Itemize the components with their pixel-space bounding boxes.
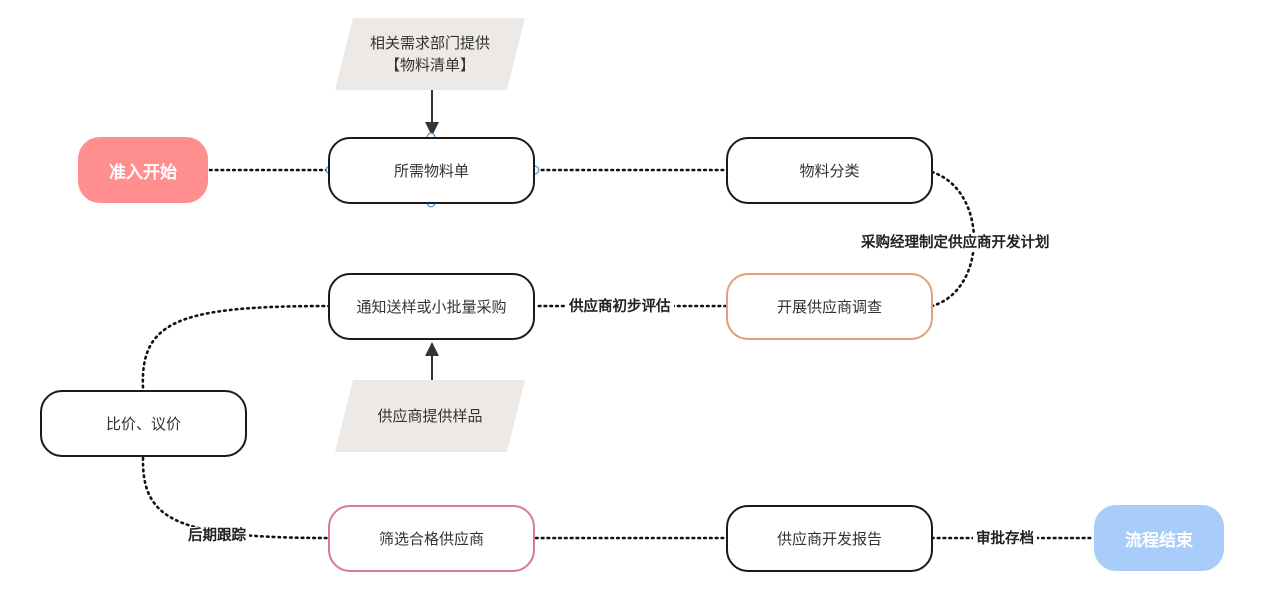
edge-label-initial-evaluation: 供应商初步评估 bbox=[566, 298, 674, 316]
node-sample-or-small-batch[interactable]: 通知送样或小批量采购 bbox=[328, 273, 535, 340]
connector-sample-to-negotiation bbox=[141, 304, 332, 390]
node-price-negotiation-label: 比价、议价 bbox=[105, 415, 181, 433]
input-supplier-samples-shape bbox=[335, 380, 525, 452]
input-demand-departments[interactable]: 相关需求部门提供 【物料清单】 bbox=[335, 18, 525, 90]
node-materials-list[interactable]: 所需物料单 bbox=[328, 137, 535, 204]
edge-label-follow-up: 后期跟踪 bbox=[185, 527, 249, 545]
node-sample-or-small-batch-label: 通知送样或小批量采购 bbox=[356, 298, 507, 316]
input-supplier-samples-label: 供应商提供样品 bbox=[377, 407, 483, 425]
connector-negotiation-to-screen bbox=[141, 456, 332, 540]
start-terminal-label: 准入开始 bbox=[109, 162, 177, 183]
arrowhead-up bbox=[425, 342, 439, 356]
node-material-classification-label: 物料分类 bbox=[799, 162, 860, 180]
start-terminal[interactable]: 准入开始 bbox=[78, 137, 208, 203]
node-screen-qualified-suppliers-label: 筛选合格供应商 bbox=[378, 530, 484, 548]
node-price-negotiation[interactable]: 比价、议价 bbox=[40, 390, 247, 457]
node-material-classification[interactable]: 物料分类 bbox=[726, 137, 933, 204]
node-screen-qualified-suppliers[interactable]: 筛选合格供应商 bbox=[328, 505, 535, 572]
node-materials-list-label: 所需物料单 bbox=[393, 162, 469, 180]
node-development-report[interactable]: 供应商开发报告 bbox=[726, 505, 933, 572]
input-demand-departments-label: 相关需求部门提供 【物料清单】 bbox=[369, 34, 490, 74]
node-supplier-survey[interactable]: 开展供应商调查 bbox=[726, 273, 933, 340]
input-demand-departments-shape bbox=[335, 18, 525, 90]
node-development-report-label: 供应商开发报告 bbox=[776, 530, 882, 548]
node-supplier-survey-label: 开展供应商调查 bbox=[776, 298, 882, 316]
arrowhead-down bbox=[425, 122, 439, 136]
end-terminal-label: 流程结束 bbox=[1125, 530, 1193, 551]
edge-label-plan: 采购经理制定供应商开发计划 bbox=[858, 234, 1053, 252]
edge-label-approval-archive: 审批存档 bbox=[973, 530, 1037, 548]
end-terminal[interactable]: 流程结束 bbox=[1094, 505, 1224, 571]
input-supplier-samples[interactable]: 供应商提供样品 bbox=[335, 380, 525, 452]
